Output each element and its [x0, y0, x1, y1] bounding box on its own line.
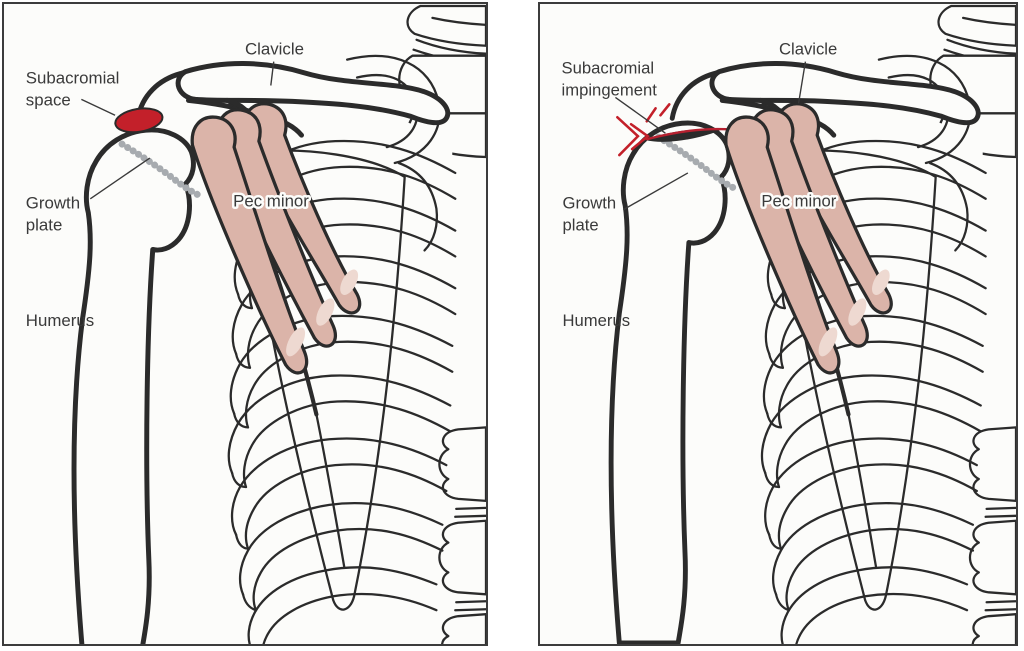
- label-subacromial-line2: space: [26, 90, 71, 109]
- label-clavicle: Clavicle: [779, 40, 837, 59]
- label-subacromial-line1: Subacromial: [562, 58, 655, 77]
- leader-growth-plate: [89, 157, 151, 200]
- label-clavicle: Clavicle: [245, 40, 304, 59]
- label-growth-line2: plate: [26, 216, 63, 235]
- leader-lines: [615, 61, 807, 211]
- label-humerus: Humerus: [26, 311, 94, 330]
- label-subacromial-line1: Subacromial: [26, 68, 120, 87]
- label-subacromial-line2: impingement: [562, 80, 658, 99]
- subacromial-space-marker: [114, 107, 164, 134]
- label-growth-line1: Growth: [563, 194, 617, 213]
- leader-clavicle: [797, 61, 807, 104]
- impact-flash-icon: [616, 103, 671, 157]
- leader-lines: [81, 61, 275, 200]
- leader-subacromial: [615, 96, 666, 134]
- impingement-marker: [645, 127, 728, 142]
- leader-subacromial: [81, 98, 116, 116]
- label-pec-minor: Pec minor: [761, 192, 836, 211]
- label-growth-line2: plate: [563, 215, 599, 234]
- label-pec-minor: Pec minor: [233, 192, 309, 211]
- labels: Subacromial impingement Clavicle Growth …: [562, 40, 840, 330]
- leader-clavicle: [270, 61, 275, 86]
- panel-normal-shoulder: Subacromial space Clavicle Growth plate …: [2, 2, 488, 646]
- label-growth-line1: Growth: [26, 194, 80, 213]
- leader-growth-plate: [622, 172, 689, 211]
- panel-impinged-shoulder: Subacromial impingement Clavicle Growth …: [538, 2, 1018, 646]
- labels: Subacromial space Clavicle Growth plate …: [26, 40, 312, 330]
- label-humerus: Humerus: [563, 311, 631, 330]
